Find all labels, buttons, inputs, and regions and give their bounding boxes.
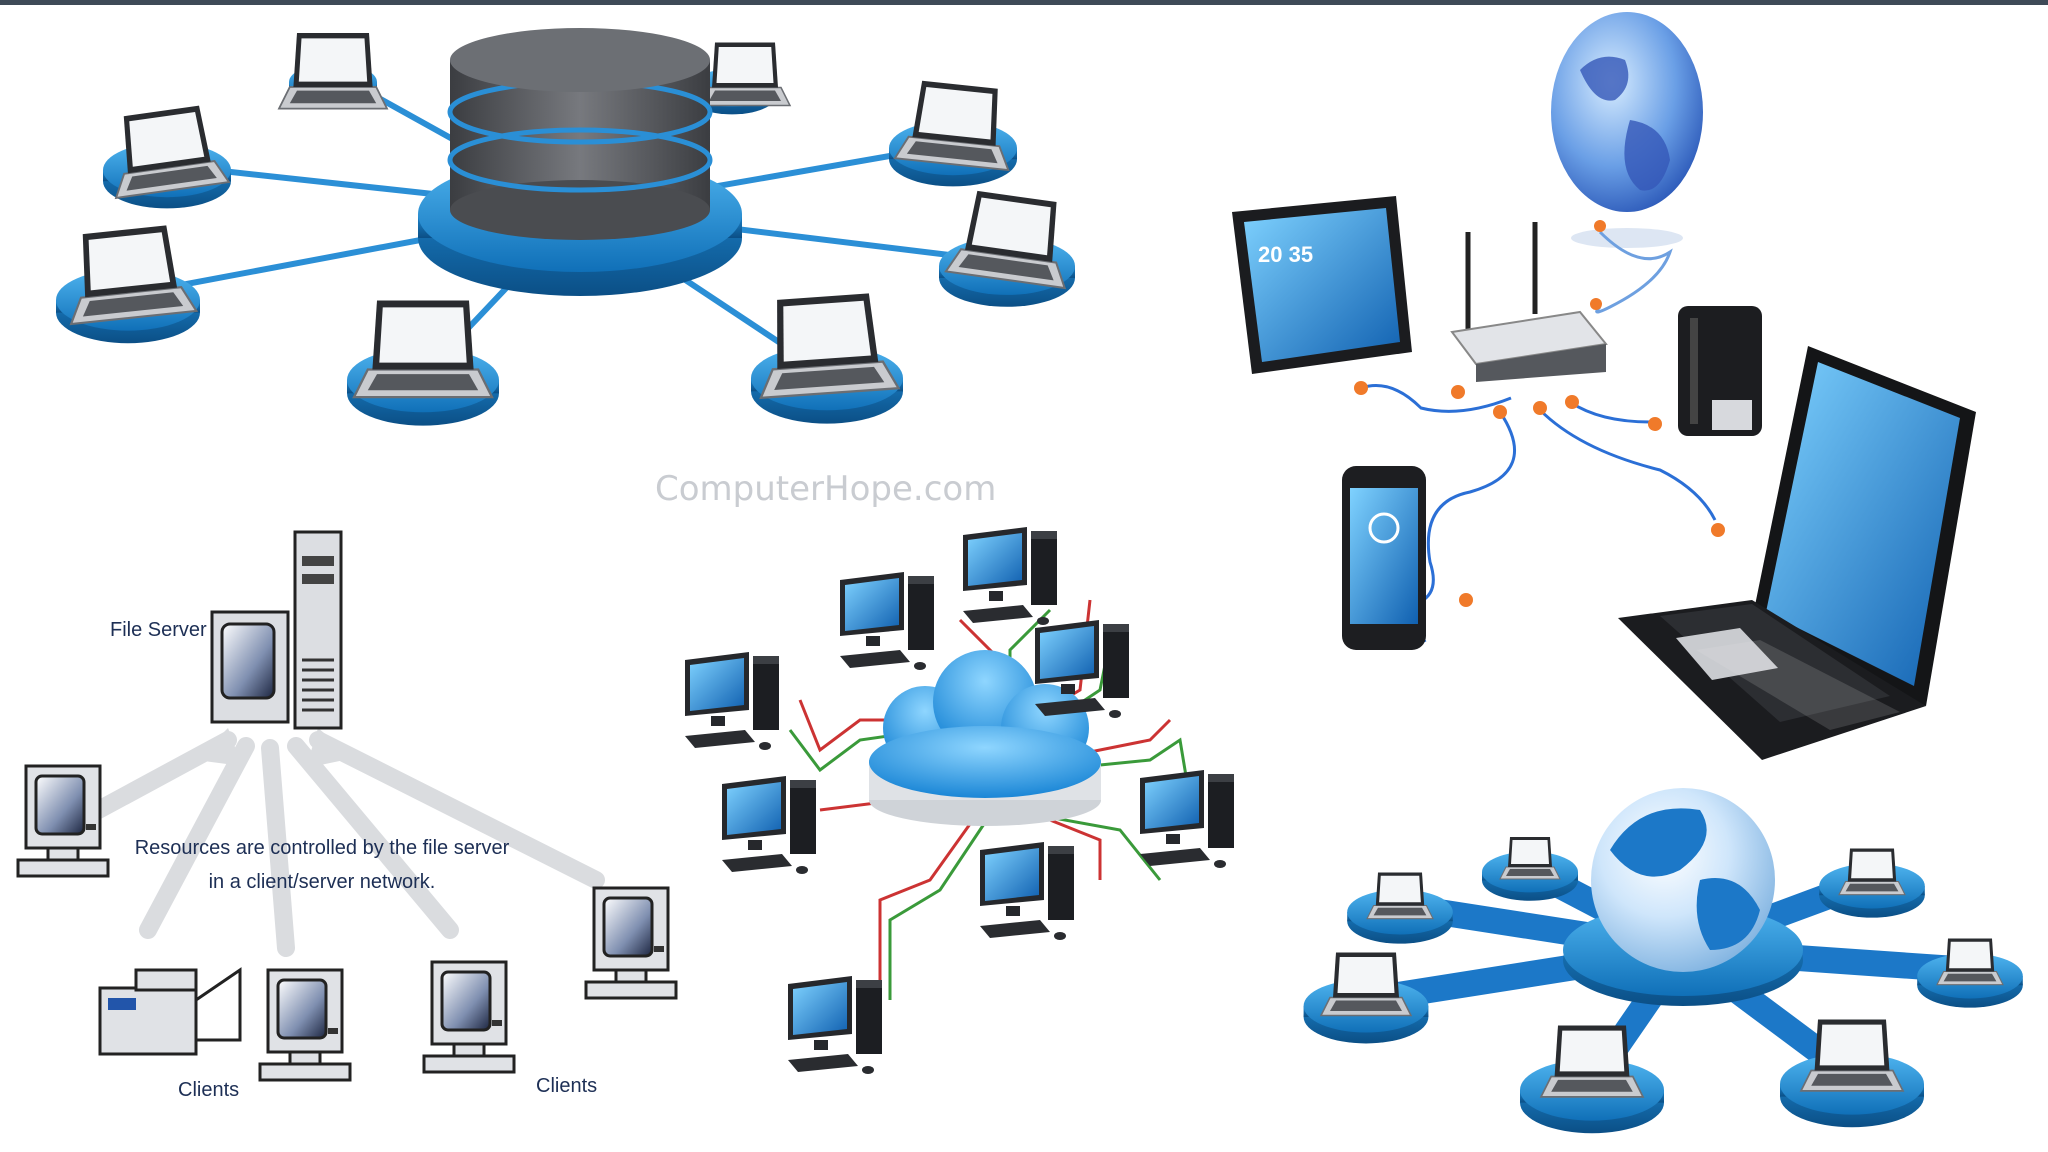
laptop-icon xyxy=(1499,836,1561,880)
desktop-computer-icon xyxy=(980,842,1074,940)
desktop-computer-icon xyxy=(788,976,882,1074)
desktop-computer-icon xyxy=(722,776,816,874)
router-icon xyxy=(1450,222,1608,382)
database-server-icon xyxy=(418,28,742,296)
laptop-icon xyxy=(753,290,900,399)
desktop-computer-icon xyxy=(963,527,1057,625)
database-network-panel: ComputerHope.com xyxy=(55,28,1078,509)
client-server-panel: File Server Resources are controlled by … xyxy=(16,530,678,1101)
tablet-icon: 20 35 xyxy=(1232,196,1412,374)
globe-icon xyxy=(1591,788,1775,972)
clients-label-right: Clients xyxy=(536,1075,597,1097)
desktop-computer-icon xyxy=(1035,620,1129,718)
laptop-icon xyxy=(944,187,1078,290)
tablet-clock: 20 35 xyxy=(1258,242,1313,267)
laptop-icon xyxy=(1800,1018,1904,1092)
desktop-computer-icon xyxy=(840,572,934,670)
laptop-icon xyxy=(278,32,388,110)
desktop-computer-icon xyxy=(422,960,516,1074)
file-server-label: File Server xyxy=(110,619,207,641)
laptop-icon xyxy=(1838,847,1906,896)
watermark-text: ComputerHope.com xyxy=(655,469,996,509)
top-bar xyxy=(0,0,2048,5)
laptop-icon xyxy=(60,222,198,326)
laptop-icon xyxy=(1366,871,1434,920)
external-drive-icon xyxy=(1678,306,1762,436)
clients-label-left: Clients xyxy=(178,1079,239,1101)
laptop-icon xyxy=(352,299,494,399)
desktop-computer-icon xyxy=(685,652,779,750)
caption-line-2: in a client/server network. xyxy=(209,871,436,893)
desktop-computer-icon xyxy=(584,886,678,1000)
desktop-computer-icon xyxy=(258,968,352,1082)
desktop-computer-icon xyxy=(16,764,110,878)
laptop-icon xyxy=(1936,937,2004,986)
caption-line-1: Resources are controlled by the file ser… xyxy=(135,837,510,859)
globe-icon xyxy=(1551,12,1703,248)
desktop-computer-icon xyxy=(210,530,343,730)
home-devices-panel: 20 35 xyxy=(1232,12,1976,760)
laptop-icon xyxy=(893,77,1018,172)
printer-icon xyxy=(98,967,242,1056)
globe-network-panel xyxy=(1303,788,2023,1134)
laptop-icon xyxy=(699,41,791,107)
desktop-computer-icon xyxy=(1140,770,1234,868)
laptop-icon xyxy=(1618,346,1976,760)
cloud-network-panel xyxy=(685,527,1234,1074)
laptop-icon xyxy=(1320,951,1412,1017)
smartphone-icon xyxy=(1342,466,1426,650)
